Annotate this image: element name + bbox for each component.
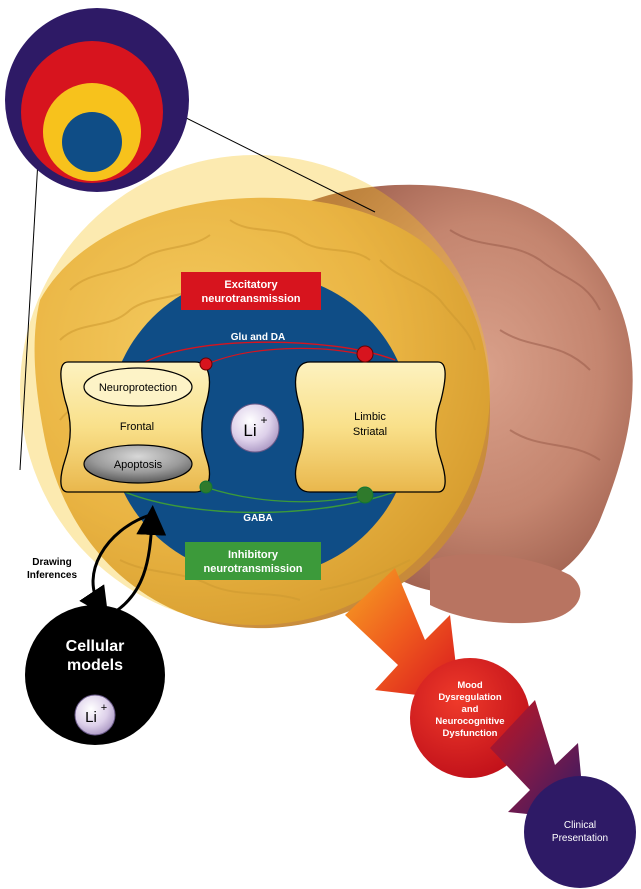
- inference-label-line1: Drawing: [32, 557, 71, 568]
- inhibitory-label-line1: Inhibitory: [228, 549, 279, 561]
- excitatory-label-box: [181, 272, 321, 310]
- cellular-label-line1: Cellular: [66, 638, 125, 655]
- mood-label-line2: Dysregulation: [438, 692, 502, 703]
- progression-arrow-1: [345, 568, 460, 700]
- mood-label-line5: Dysfunction: [443, 728, 498, 739]
- connector-line-left: [19, 159, 39, 471]
- inhibitory-inner-arc: [204, 486, 366, 503]
- inhibitory-synapse-left: [199, 480, 213, 494]
- inhibitory-label-line2: neurotransmission: [203, 563, 302, 575]
- frontal-label: Frontal: [120, 421, 154, 433]
- limbic-striatal-box: [294, 361, 446, 493]
- inference-arrow-return: [109, 505, 167, 617]
- lithium-symbol-cellular: Li: [85, 709, 97, 726]
- lithium-symbol-core: Li: [243, 421, 256, 440]
- lithium-ion-cellular: [74, 694, 116, 736]
- mood-label-line4: Neurocognitive: [435, 716, 504, 727]
- excitatory-label-line2: neurotransmission: [201, 293, 300, 305]
- cellular-label-line2: models: [67, 657, 123, 674]
- lithium-ion-core: [230, 403, 280, 453]
- neuroprotection-label: Neuroprotection: [99, 382, 177, 394]
- lithium-charge-cellular: +: [101, 702, 107, 714]
- cellular-models-circle: [25, 605, 165, 745]
- inhibitory-pathway-label: GABA: [243, 513, 272, 524]
- mood-label-line1: Mood: [457, 680, 483, 691]
- clinical-label-line1: Clinical: [564, 820, 596, 831]
- excitatory-label-line1: Excitatory: [224, 279, 278, 291]
- inhibitory-label-box: [185, 542, 321, 580]
- clinical-label-line2: Presentation: [552, 833, 608, 844]
- brain-cerebellum: [430, 554, 581, 624]
- excitatory-synapse-right: [356, 345, 374, 363]
- excitatory-pathway-label: Glu and DA: [231, 332, 285, 343]
- neuroprotection-oval: [83, 367, 193, 407]
- inhibitory-synapse-right: [356, 486, 374, 504]
- lithium-charge-core: +: [260, 413, 267, 427]
- limbic-label-line1: Limbic: [354, 411, 386, 423]
- limbic-label-line2: Striatal: [353, 426, 387, 438]
- target-blue-core: [62, 112, 122, 172]
- apoptosis-oval: [83, 444, 193, 484]
- excitatory-inner-arc: [204, 347, 366, 366]
- brain-gyri: [59, 219, 601, 601]
- apoptosis-label: Apoptosis: [114, 459, 163, 471]
- inference-arrow: [79, 513, 151, 618]
- inference-label-line2: Inferences: [27, 570, 77, 581]
- clinical-presentation-circle: [524, 776, 636, 888]
- mood-label-line3: and: [462, 704, 479, 715]
- concentric-target-icon: [5, 8, 189, 192]
- excitatory-synapse-left: [199, 357, 213, 371]
